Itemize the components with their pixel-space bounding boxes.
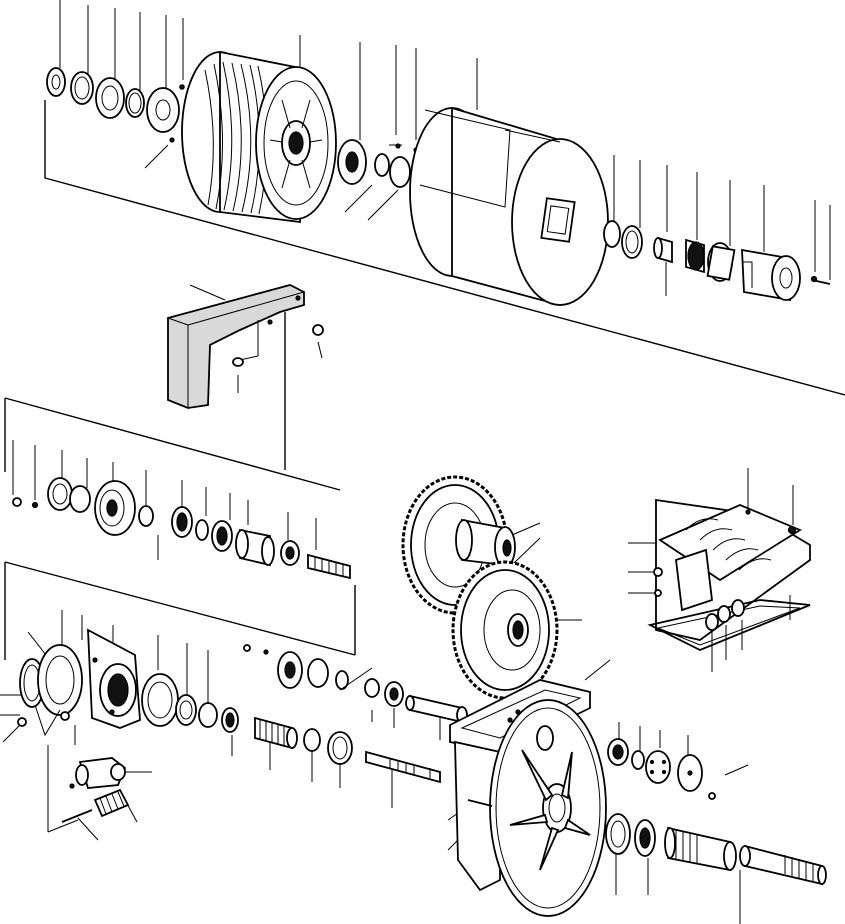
spacer-washer <box>307 658 329 688</box>
output-shaft-assembly <box>605 722 827 924</box>
intermediate-shaft-assembly <box>0 610 468 841</box>
intermediate-shaft <box>365 750 441 784</box>
idler-shaft <box>409 694 463 724</box>
brake-valve <box>69 757 127 789</box>
brake-drum-housing <box>409 106 609 307</box>
driven-gear <box>451 560 559 700</box>
thrust-ring <box>327 731 353 765</box>
seal-washer <box>198 702 218 728</box>
set-screw <box>243 644 251 652</box>
snap-ring <box>138 505 154 527</box>
cover-screw <box>653 567 663 577</box>
lip-seal <box>175 694 197 726</box>
bracket-nut <box>312 324 324 336</box>
lock-nut <box>46 67 66 97</box>
output-shaft <box>744 844 823 886</box>
bearing-cup <box>303 728 321 752</box>
thrust-washer <box>621 225 643 259</box>
drum-assembly-leaders <box>59 0 831 296</box>
breather-plug <box>705 613 719 631</box>
oil-seal <box>47 477 73 511</box>
fairlead-bracket <box>167 284 324 409</box>
cap-screw <box>12 497 22 507</box>
bearing-retainer <box>95 77 125 119</box>
o-ring-output <box>631 750 645 770</box>
hydraulic-motor <box>741 248 801 302</box>
pinion-gear <box>254 716 293 750</box>
plate-screw <box>17 717 27 727</box>
end-plate <box>37 644 83 716</box>
retainer-ring <box>69 485 91 513</box>
assembly-boundary-lines <box>4 100 845 660</box>
bracket-bolt <box>232 357 244 367</box>
bearing-housing-flange <box>87 628 141 729</box>
gear-case-housing <box>447 659 611 917</box>
seal-carrier <box>605 813 631 855</box>
drum-assembly-parts <box>46 50 831 307</box>
collar <box>364 678 380 698</box>
large-drive-gear <box>401 475 516 615</box>
washer <box>70 71 94 105</box>
compression-spring <box>93 788 130 818</box>
cable-drum <box>181 50 337 224</box>
gear-case-cover <box>628 468 811 672</box>
output-flange <box>645 750 671 784</box>
drum-flange <box>146 87 180 133</box>
input-shaft-assembly <box>12 440 351 580</box>
cap-bolt <box>708 792 716 800</box>
seal-ring <box>389 156 411 188</box>
o-ring <box>374 153 390 177</box>
spacer-ring <box>603 220 621 248</box>
housing-bolt <box>467 799 493 807</box>
spacer <box>195 519 209 541</box>
gear-pair <box>401 475 582 700</box>
splined-coupling <box>667 826 731 872</box>
valve-pin <box>61 809 93 823</box>
